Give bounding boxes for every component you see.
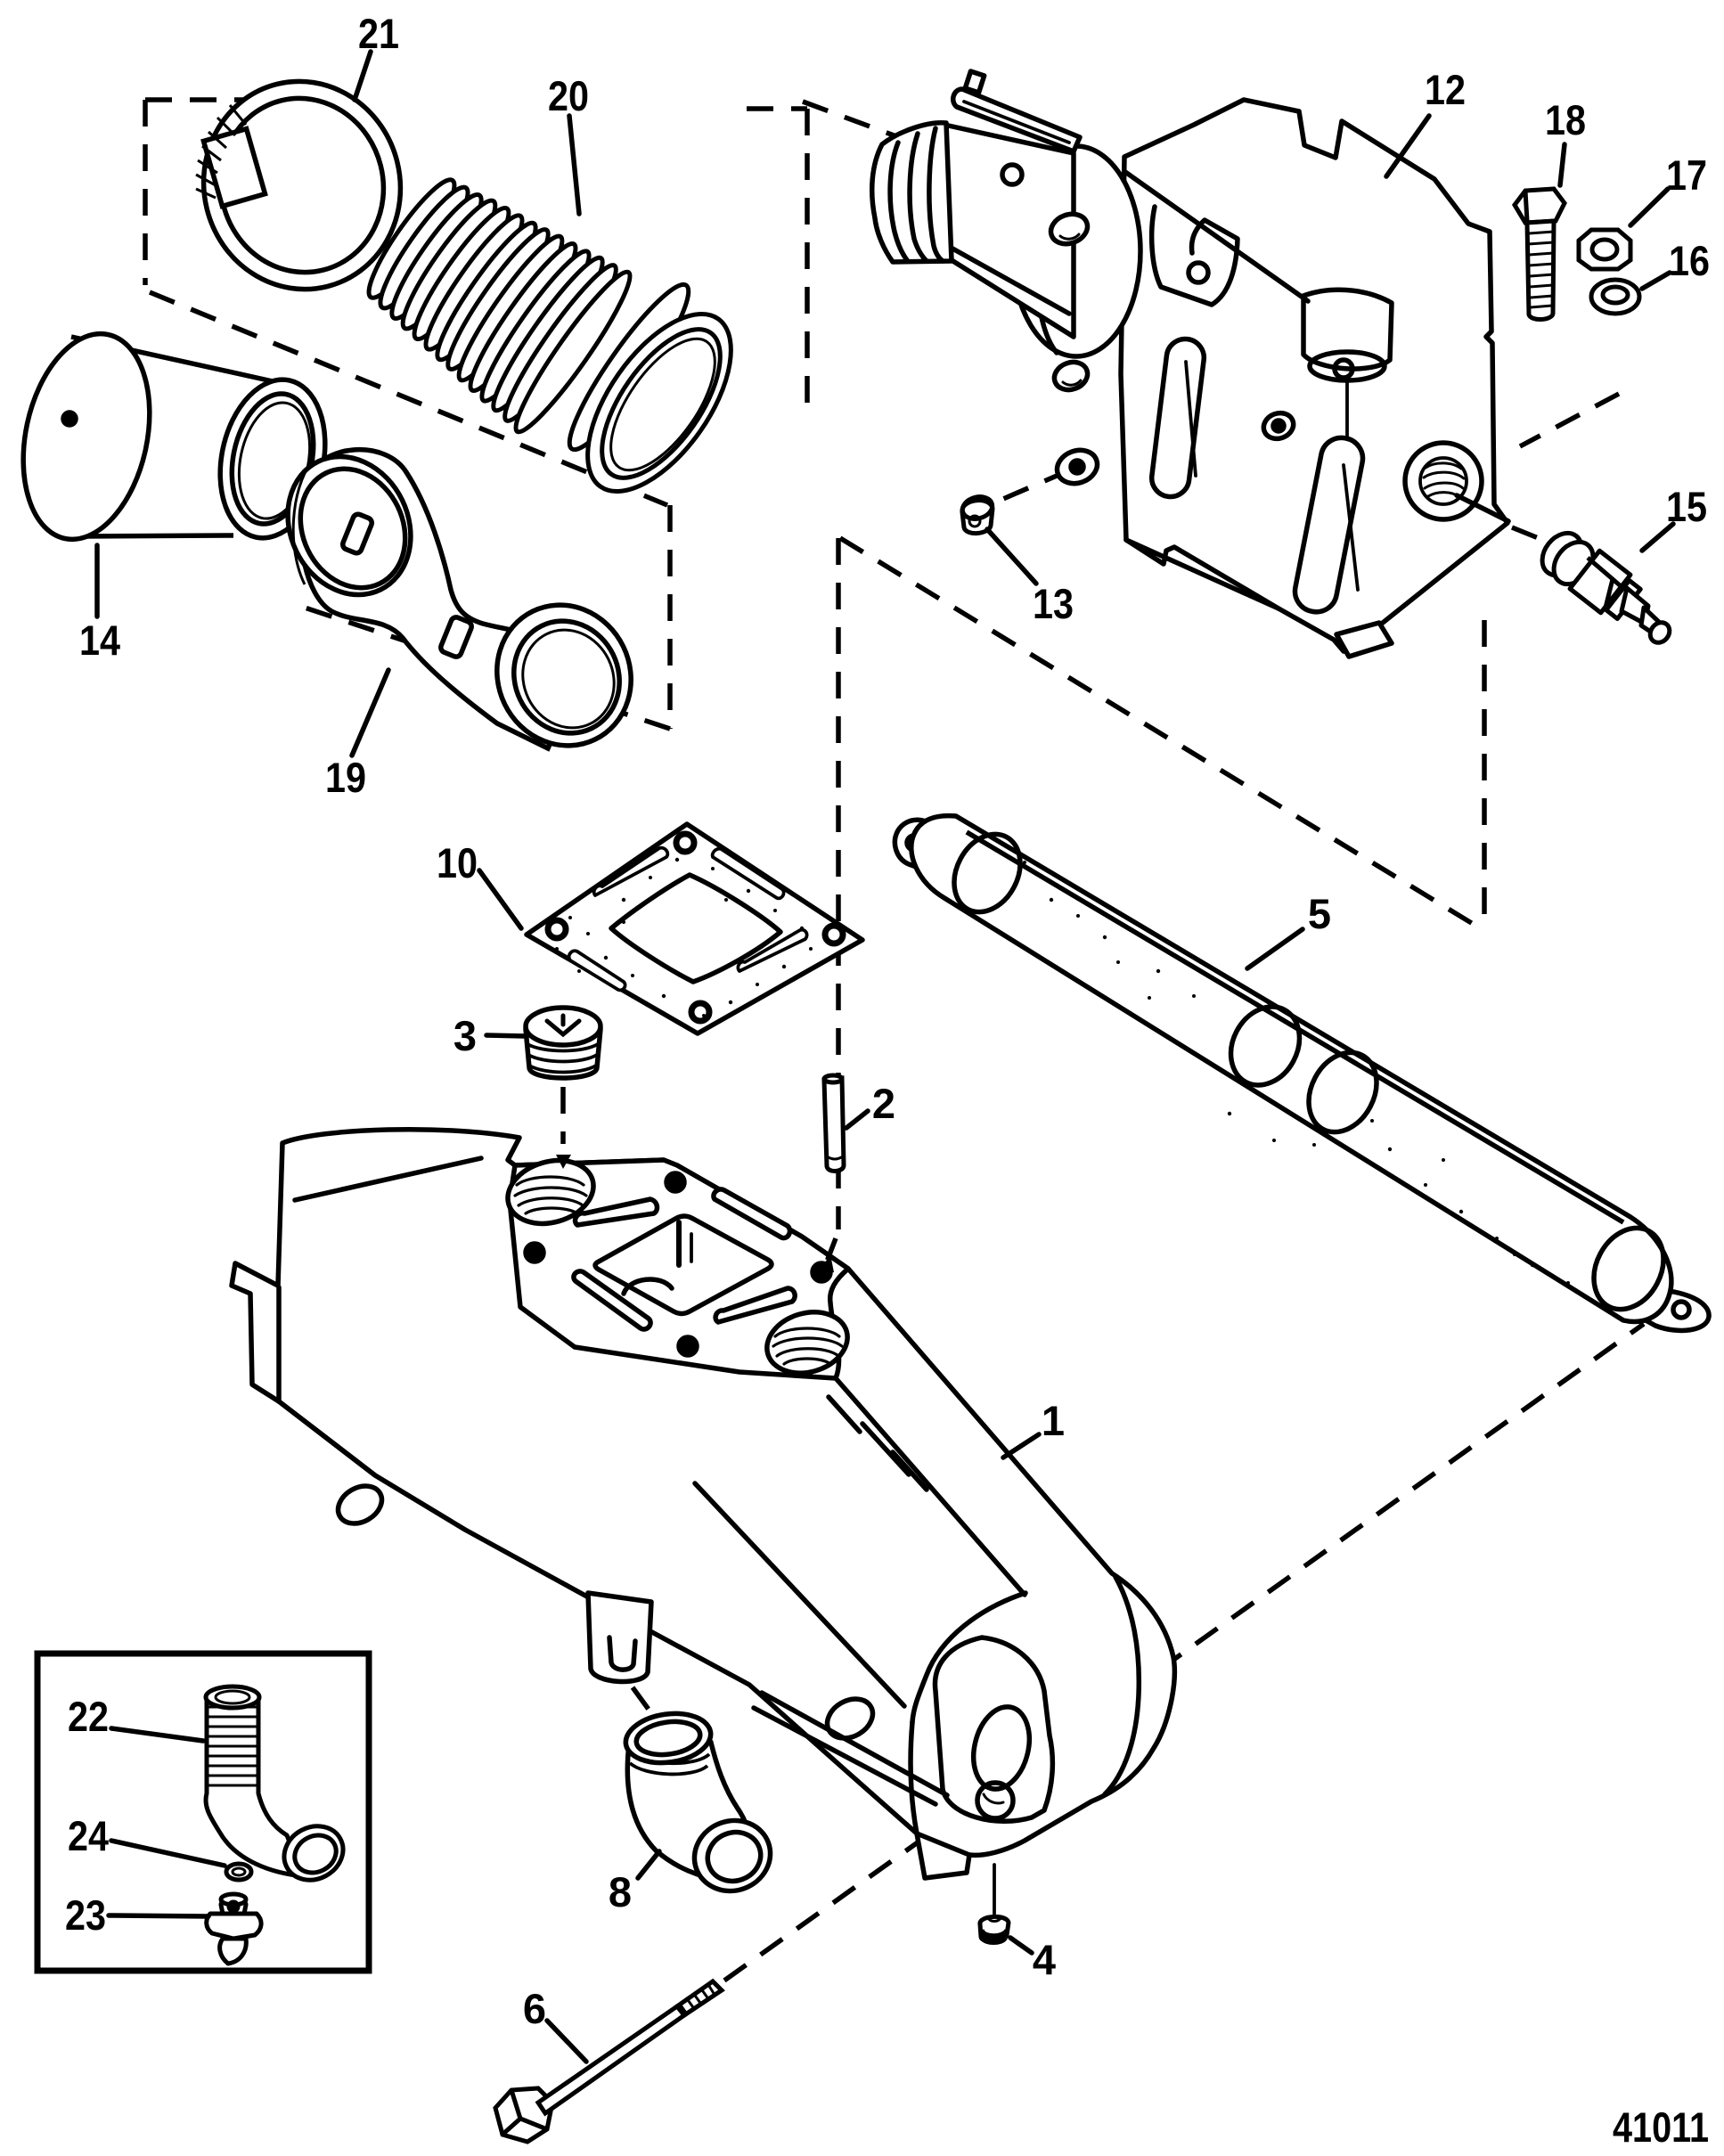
svg-text:10: 10 — [437, 839, 478, 886]
svg-text:3: 3 — [453, 1012, 477, 1059]
svg-text:4: 4 — [1033, 1936, 1056, 1983]
svg-text:22: 22 — [68, 1693, 109, 1740]
svg-text:12: 12 — [1425, 66, 1466, 113]
svg-text:16: 16 — [1669, 237, 1710, 284]
svg-text:14: 14 — [79, 617, 120, 664]
svg-text:17: 17 — [1666, 151, 1707, 199]
svg-text:8: 8 — [609, 1868, 632, 1915]
svg-text:21: 21 — [358, 10, 399, 57]
svg-text:20: 20 — [548, 72, 589, 119]
svg-text:41011: 41011 — [1613, 2103, 1709, 2151]
svg-text:23: 23 — [65, 1891, 106, 1939]
svg-text:2: 2 — [872, 1080, 895, 1127]
svg-text:13: 13 — [1033, 580, 1074, 627]
svg-text:6: 6 — [523, 1985, 546, 2032]
svg-text:18: 18 — [1545, 96, 1586, 143]
svg-text:15: 15 — [1666, 483, 1707, 530]
svg-text:19: 19 — [325, 754, 366, 801]
svg-text:1: 1 — [1042, 1397, 1065, 1444]
svg-text:5: 5 — [1308, 890, 1331, 937]
svg-text:24: 24 — [68, 1812, 109, 1859]
